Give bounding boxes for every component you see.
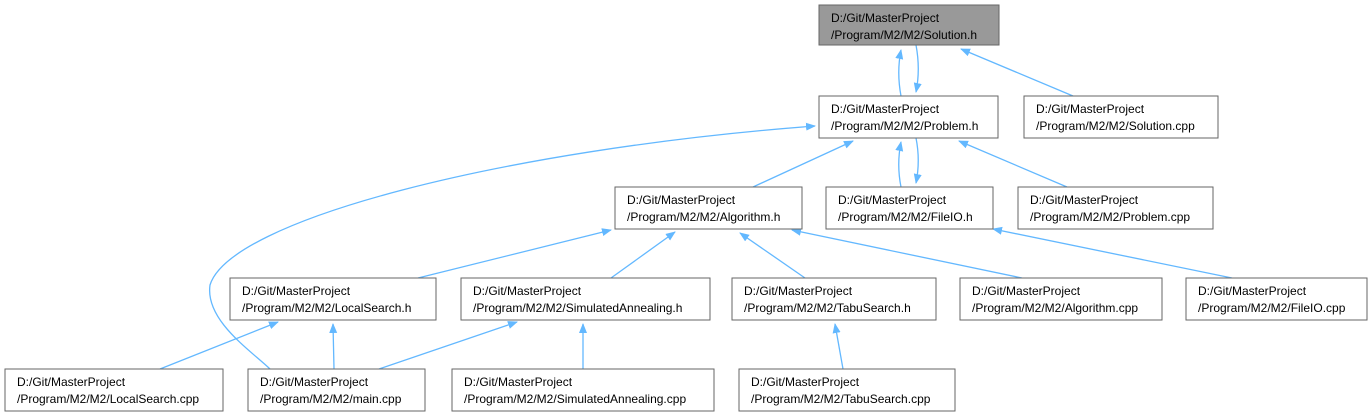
node-file-line: /Program/M2/M2/LocalSearch.cpp bbox=[17, 392, 199, 406]
node-file-line: /Program/M2/M2/LocalSearch.h bbox=[242, 301, 411, 315]
edge-solution-h-to-problem-h bbox=[913, 44, 922, 93]
node-box bbox=[818, 4, 1000, 46]
node-problem-h[interactable]: D:/Git/MasterProject/Program/M2/M2/Probl… bbox=[818, 95, 999, 139]
node-box bbox=[959, 277, 1163, 321]
node-tabu-h[interactable]: D:/Git/MasterProject/Program/M2/M2/TabuS… bbox=[731, 277, 937, 321]
edge-problem-h-to-solution-h bbox=[895, 49, 904, 97]
node-file-line: /Program/M2/M2/Problem.h bbox=[831, 119, 978, 133]
node-file-line: /Program/M2/M2/TabuSearch.cpp bbox=[751, 392, 931, 406]
node-box bbox=[825, 186, 994, 230]
node-main-cpp[interactable]: D:/Git/MasterProject/Program/M2/M2/main.… bbox=[247, 368, 426, 412]
node-box bbox=[1023, 95, 1219, 139]
edge-tabu-cpp-to-tabu-h bbox=[832, 323, 844, 370]
node-box bbox=[731, 277, 937, 321]
edge-problem-h-to-fileio-h bbox=[913, 137, 922, 184]
node-file-line: /Program/M2/M2/TabuSearch.h bbox=[744, 301, 911, 315]
node-fileio-h[interactable]: D:/Git/MasterProject/Program/M2/M2/FileI… bbox=[825, 186, 994, 230]
node-localsearch-cpp[interactable]: D:/Git/MasterProject/Program/M2/M2/Local… bbox=[4, 368, 224, 412]
edge-fileio-cpp-to-fileio-h bbox=[992, 226, 1233, 279]
node-path-line: D:/Git/MasterProject bbox=[1030, 193, 1139, 207]
node-algorithm-h[interactable]: D:/Git/MasterProject/Program/M2/M2/Algor… bbox=[614, 186, 803, 230]
node-path-line: D:/Git/MasterProject bbox=[751, 375, 860, 389]
node-algorithm-cpp[interactable]: D:/Git/MasterProject/Program/M2/M2/Algor… bbox=[959, 277, 1163, 321]
node-file-line: /Program/M2/M2/Solution.cpp bbox=[1036, 119, 1195, 133]
node-box bbox=[738, 368, 956, 412]
node-path-line: D:/Git/MasterProject bbox=[1198, 284, 1307, 298]
edge-simann-h-to-algorithm-h bbox=[610, 231, 676, 279]
node-path-line: D:/Git/MasterProject bbox=[627, 193, 736, 207]
edge-fileio-h-to-problem-h bbox=[895, 141, 904, 188]
node-localsearch-h[interactable]: D:/Git/MasterProject/Program/M2/M2/Local… bbox=[229, 277, 437, 321]
node-file-line: /Program/M2/M2/Solution.h bbox=[831, 28, 977, 42]
node-box bbox=[1017, 186, 1214, 230]
node-box bbox=[247, 368, 426, 412]
node-layer: D:/Git/MasterProject/Program/M2/M2/Solut… bbox=[4, 4, 1368, 412]
node-path-line: D:/Git/MasterProject bbox=[464, 375, 573, 389]
edge-main-cpp-to-problem-h bbox=[209, 122, 816, 370]
node-path-line: D:/Git/MasterProject bbox=[242, 284, 351, 298]
node-simann-cpp[interactable]: D:/Git/MasterProject/Program/M2/M2/Simul… bbox=[451, 368, 715, 412]
node-file-line: /Program/M2/M2/FileIO.h bbox=[838, 210, 973, 224]
edge-main-cpp-to-localsearch-h bbox=[329, 323, 338, 370]
node-box bbox=[614, 186, 803, 230]
node-simann-h[interactable]: D:/Git/MasterProject/Program/M2/M2/Simul… bbox=[460, 277, 711, 321]
node-solution-cpp[interactable]: D:/Git/MasterProject/Program/M2/M2/Solut… bbox=[1023, 95, 1219, 139]
node-file-line: /Program/M2/M2/FileIO.cpp bbox=[1198, 301, 1346, 315]
node-solution-h[interactable]: D:/Git/MasterProject/Program/M2/M2/Solut… bbox=[818, 4, 1000, 46]
node-path-line: D:/Git/MasterProject bbox=[1036, 102, 1145, 116]
edge-main-cpp-to-simann-h bbox=[378, 321, 518, 370]
node-file-line: /Program/M2/M2/main.cpp bbox=[260, 392, 402, 406]
node-file-line: /Program/M2/M2/Algorithm.h bbox=[627, 210, 780, 224]
node-path-line: D:/Git/MasterProject bbox=[831, 102, 940, 116]
node-box bbox=[4, 368, 224, 412]
edge-algorithm-h-to-problem-h bbox=[752, 140, 854, 188]
node-path-line: D:/Git/MasterProject bbox=[260, 375, 369, 389]
node-path-line: D:/Git/MasterProject bbox=[744, 284, 853, 298]
edge-tabu-h-to-algorithm-h bbox=[739, 232, 806, 279]
node-box bbox=[460, 277, 711, 321]
edge-layer bbox=[159, 44, 1233, 370]
edge-localsearch-h-to-algorithm-h bbox=[417, 228, 612, 279]
edge-problem-cpp-to-problem-h bbox=[958, 140, 1068, 188]
node-path-line: D:/Git/MasterProject bbox=[17, 375, 126, 389]
node-file-line: /Program/M2/M2/SimulatedAnnealing.cpp bbox=[464, 392, 686, 406]
node-file-line: /Program/M2/M2/Algorithm.cpp bbox=[972, 301, 1138, 315]
node-fileio-cpp[interactable]: D:/Git/MasterProject/Program/M2/M2/FileI… bbox=[1185, 277, 1368, 321]
node-path-line: D:/Git/MasterProject bbox=[473, 284, 582, 298]
node-file-line: /Program/M2/M2/SimulatedAnnealing.h bbox=[473, 301, 682, 315]
node-path-line: D:/Git/MasterProject bbox=[831, 11, 940, 25]
node-box bbox=[818, 95, 999, 139]
node-box bbox=[1185, 277, 1368, 321]
edge-algorithm-cpp-to-algorithm-h bbox=[791, 227, 1023, 279]
node-path-line: D:/Git/MasterProject bbox=[972, 284, 1081, 298]
node-box bbox=[451, 368, 715, 412]
edge-localsearch-cpp-to-localsearch-h bbox=[159, 321, 279, 370]
node-path-line: D:/Git/MasterProject bbox=[838, 193, 947, 207]
edge-solution-cpp-to-solution-h bbox=[960, 48, 1074, 97]
node-file-line: /Program/M2/M2/Problem.cpp bbox=[1030, 210, 1190, 224]
node-problem-cpp[interactable]: D:/Git/MasterProject/Program/M2/M2/Probl… bbox=[1017, 186, 1214, 230]
node-box bbox=[229, 277, 437, 321]
node-tabu-cpp[interactable]: D:/Git/MasterProject/Program/M2/M2/TabuS… bbox=[738, 368, 956, 412]
